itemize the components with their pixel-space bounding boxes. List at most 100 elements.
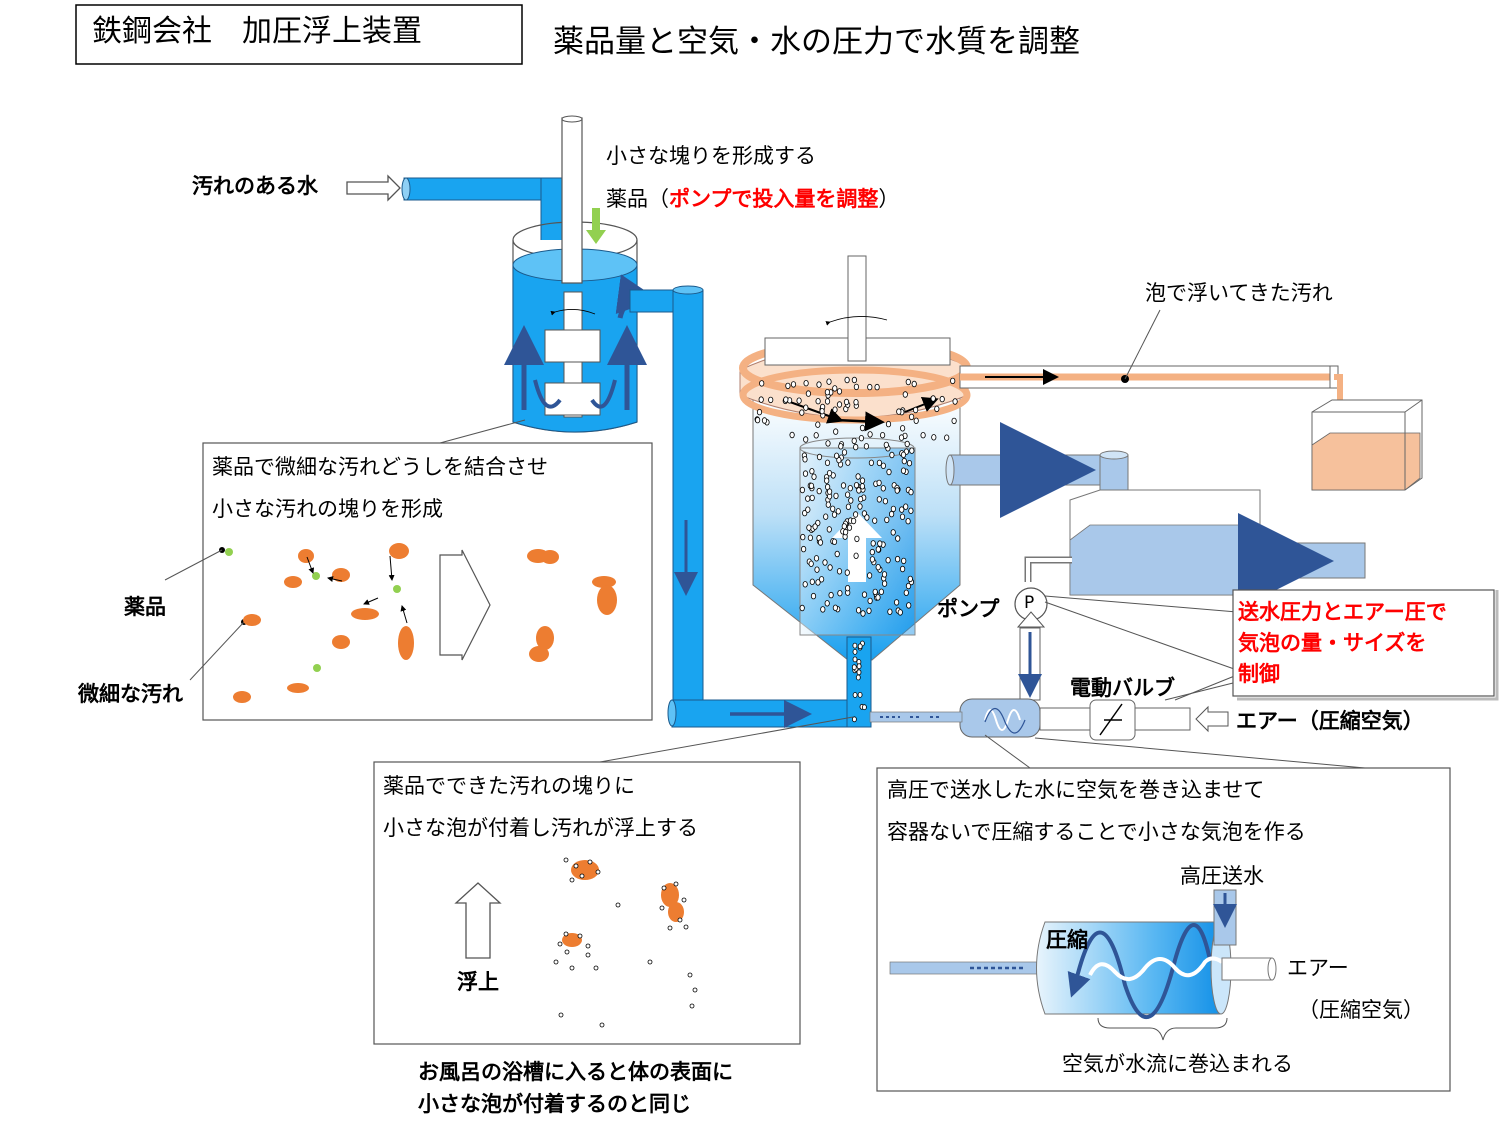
dirt-particle [332,568,350,582]
bubble [931,434,937,441]
bubble [585,952,591,958]
bubble [872,588,878,596]
bubble [826,488,833,495]
bubble [815,579,821,586]
bubble [835,508,841,515]
panel-right [876,734,1451,1092]
bubble [869,556,876,563]
bubble [569,965,575,971]
valve-label: 電動バルブ [1070,676,1175,700]
bubble [824,389,831,396]
bubble [875,594,881,601]
chem-particle [225,548,233,556]
air-label: エアー（圧縮空気） [1236,709,1424,733]
bubble [822,559,828,566]
bubble [826,470,833,477]
subtitle-text: 薬品量と空気・水の圧力で水質を調整 [553,24,1080,60]
bubble [879,432,886,439]
bubble [553,959,559,965]
bubble [837,590,843,597]
chem-line2-suffix: ） [878,187,900,211]
bubble [908,488,914,496]
bubble [848,497,854,504]
panel-right-line2: 容器ないで圧縮することで小さな気泡を作る [887,820,1306,844]
bubble [860,610,866,617]
bubble [859,477,866,484]
bubble [852,656,858,663]
bubble [593,965,599,971]
dirt-particle [541,550,559,564]
dirty-water-label: 汚れのある水 [192,174,318,198]
bubble [687,972,693,978]
bubble [799,604,805,612]
inlet-pipe [403,177,563,201]
bubble [789,431,795,439]
bubble [881,580,888,587]
dirt-particle [233,691,251,703]
bubble [867,383,873,391]
bubble [952,398,958,405]
bubble [833,428,839,435]
bubble [825,501,831,508]
bubble [812,523,818,530]
bubble [802,470,809,477]
bubble [895,535,901,542]
bubble [853,552,859,559]
title-text: 鉄鋼会社 加圧浮上装置 [92,14,422,49]
chemical-arrow [586,208,606,244]
bubble [883,441,889,449]
bubble [759,380,765,387]
bubble [817,539,824,546]
bubble [899,513,906,520]
bubble [857,503,863,510]
bubble [869,548,875,556]
bubble [890,529,896,536]
bubble [885,557,891,564]
bubble [890,505,897,513]
bubble [569,877,575,883]
bubble [901,557,907,565]
bubble [851,376,858,384]
bubble [896,408,902,415]
bubble [758,396,764,403]
dirt-particle [298,549,314,563]
dirt-particle [389,543,409,559]
bubble [754,416,761,424]
chem-particle [313,664,321,672]
bubble [841,449,848,456]
bubble [573,863,579,869]
compress-label: 圧縮 [1046,928,1088,952]
bubble-field [754,376,958,723]
bubble [813,555,820,562]
bubble [877,540,883,547]
bubble [832,406,838,413]
bubble [846,524,853,531]
bubble [913,417,919,424]
bubble [876,479,882,487]
bubble [844,491,851,498]
clump [571,860,599,880]
dirt-particle [398,626,414,660]
bubble [894,555,901,563]
bubble [902,391,908,398]
panel-left-line1: 薬品で微細な汚れどうしを結合させ [212,455,548,479]
bubble [673,881,679,887]
bubble [805,495,811,502]
bubble [900,451,907,458]
bubble [847,485,853,492]
bubble [813,432,819,439]
bubble [818,576,825,583]
foam-outlet [959,309,1423,491]
bubble [900,467,907,474]
bubble [615,902,621,908]
bubble [856,663,862,670]
chem-line2-prefix: 薬品（ [606,187,669,211]
bubble [855,473,861,480]
chem-line1: 小さな塊りを形成する [606,144,816,168]
clump [562,933,582,947]
bubble [816,487,822,495]
bubble [870,540,876,547]
bubble [930,395,936,402]
rise-label: 浮上 [457,970,499,994]
bubble [667,925,673,931]
